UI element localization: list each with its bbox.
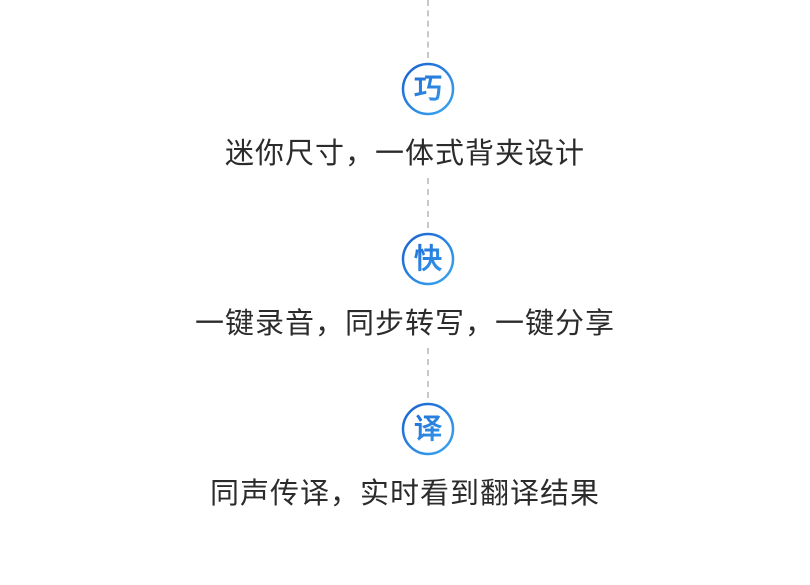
badge-character: 巧 [401, 62, 455, 116]
feature-badge-fast: 快 [401, 232, 455, 286]
badge-character: 快 [401, 232, 455, 286]
circle-ring-icon [401, 402, 455, 456]
feature-caption: 一键录音，同步转写，一键分享 [194, 306, 615, 340]
feature-caption: 同声传译，实时看到翻译结果 [209, 476, 600, 510]
badge-character: 译 [401, 402, 455, 456]
timeline-connector [427, 348, 429, 398]
timeline-connector [427, 178, 429, 228]
timeline-connector [427, 0, 429, 58]
circle-ring-icon [401, 62, 455, 116]
feature-caption: 迷你尺寸，一体式背夹设计 [224, 136, 585, 170]
feature-badge-translate: 译 [401, 402, 455, 456]
feature-badge-compact: 巧 [401, 62, 455, 116]
circle-ring-icon [401, 232, 455, 286]
